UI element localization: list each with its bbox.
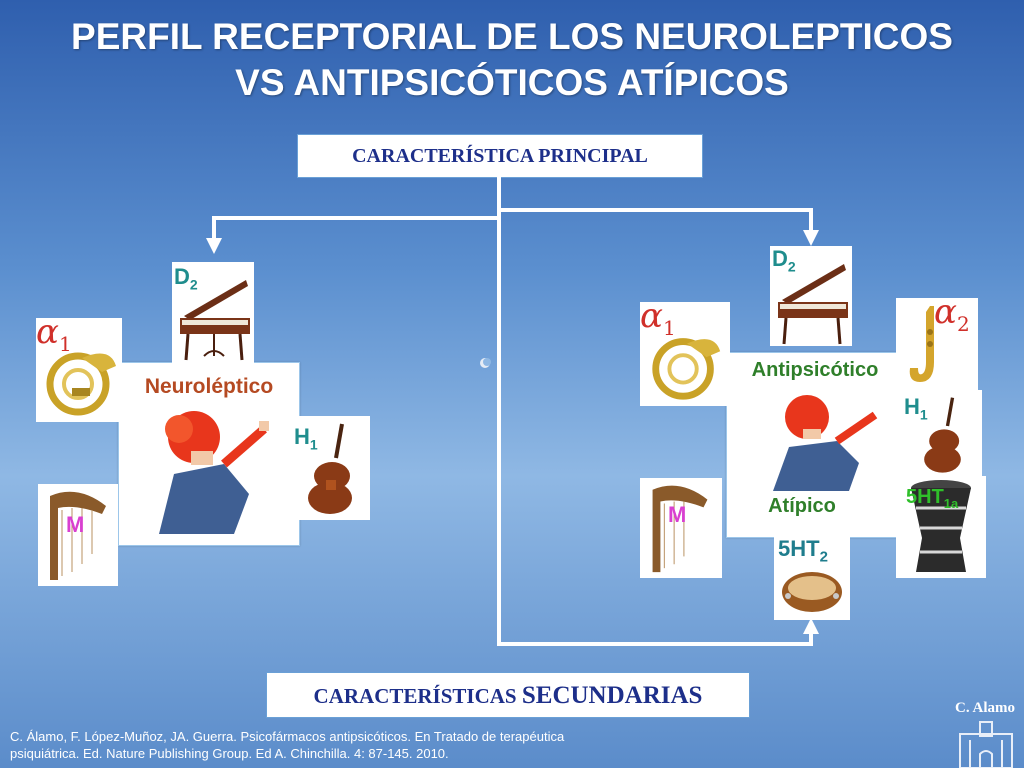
citation-line-1: C. Álamo, F. López-Muñoz, JA. Guerra. Ps… <box>10 729 565 744</box>
violin-tile-left: H1 <box>292 416 370 520</box>
drum-tile: 5HT1a <box>896 476 986 578</box>
citation-line-2: psiquiátrica. Ed. Nature Publishing Grou… <box>10 746 449 761</box>
slide-title: PERFIL RECEPTORIAL DE LOS NEUROLEPTICOS … <box>0 14 1024 106</box>
harp-tile-right: M <box>640 478 722 578</box>
saxophone-icon <box>909 306 934 382</box>
french-horn-icon-right <box>652 338 721 400</box>
connector-left-h <box>212 216 501 220</box>
m-label-right: M <box>668 502 687 527</box>
moon-shape <box>480 358 491 368</box>
arrow-up-right <box>803 618 819 634</box>
alpha1-label-left: α1 <box>36 312 72 356</box>
secundarias-box: CARACTERÍSTICAS SECUNDARIAS <box>266 672 750 718</box>
secundarias-part1: CARACTERÍSTICAS <box>313 684 517 708</box>
citation: C. Álamo, F. López-Muñoz, JA. Guerra. Ps… <box>10 728 650 762</box>
arrow-down-left <box>206 238 222 254</box>
alpha1-label-right: α1 <box>640 296 676 340</box>
h1-label-left: H1 <box>294 424 318 453</box>
conductor-icon-right <box>773 395 878 491</box>
violin-icon <box>308 423 352 514</box>
atipico-label: Atípico <box>768 495 836 517</box>
tambourine-icon <box>782 572 842 612</box>
french-horn-icon <box>46 352 116 416</box>
harp-icon-right <box>652 485 708 573</box>
saxophone-tile: α2 <box>896 292 978 390</box>
connector-trunk <box>497 176 501 646</box>
piano-icon <box>180 280 250 361</box>
harp-tile-left: M <box>38 484 118 586</box>
connector-right-v <box>809 208 813 230</box>
neuroleptico-card: Neuroléptico <box>118 362 300 546</box>
building-logo-icon <box>959 721 1013 768</box>
arrow-down-right <box>803 230 819 246</box>
tambourine-tile: 5HT2 <box>774 536 850 620</box>
connector-bottom-h <box>497 642 813 646</box>
violin-tile-right: H1 <box>902 390 982 478</box>
h1-label-right: H1 <box>904 394 928 423</box>
piano-tile-right: D2 <box>770 246 852 346</box>
horn-tile-left: α1 <box>36 312 122 422</box>
ht2-label: 5HT2 <box>778 536 828 566</box>
alpha2-label: α2 <box>934 292 970 336</box>
d2-label-right: D2 <box>772 246 796 275</box>
author-mark: C. Alamo <box>955 700 1015 716</box>
conductor-icon <box>159 411 269 534</box>
connector-right-h <box>497 208 813 212</box>
secundarias-part2: SECUNDARIAS <box>521 682 703 709</box>
drum-icon <box>911 480 971 572</box>
connector-left-v <box>212 216 216 238</box>
violin-icon-right <box>924 397 961 473</box>
d2-label-left: D2 <box>174 264 198 293</box>
connector-bottom-v <box>809 632 813 646</box>
horn-tile-right: α1 <box>640 296 730 406</box>
piano-tile-left: D2 <box>172 262 254 364</box>
antipsicotico-label: Antipsicótico <box>751 359 879 381</box>
m-label-left: M <box>66 512 85 537</box>
neuroleptico-label: Neuroléptico <box>144 375 274 398</box>
piano-icon-right <box>778 264 848 345</box>
ht1a-label: 5HT1a <box>906 486 959 511</box>
title-line-1: PERFIL RECEPTORIAL DE LOS NEUROLEPTICOS <box>71 16 953 57</box>
atipico-card: Antipsicótico Atípico <box>726 352 904 538</box>
title-line-2: VS ANTIPSICÓTICOS ATÍPICOS <box>235 62 789 103</box>
principal-box: CARACTERÍSTICA PRINCIPAL <box>297 134 703 178</box>
harp-icon <box>50 491 106 580</box>
